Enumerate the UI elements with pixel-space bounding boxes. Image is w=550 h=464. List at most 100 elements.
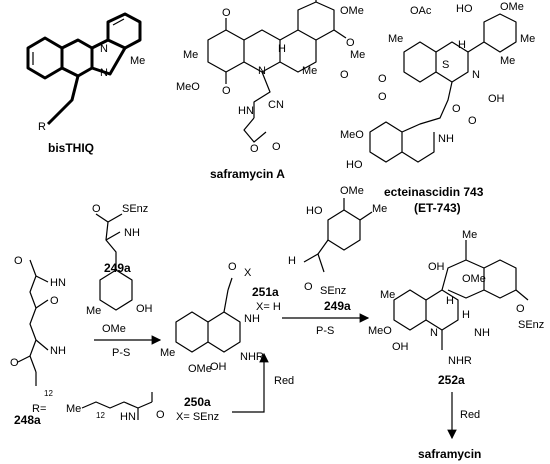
c249a-top-label: 249a xyxy=(104,261,131,275)
et-n: N xyxy=(472,69,480,81)
c249a-r-senz: SEnz xyxy=(320,285,346,297)
r-group-structure: Me 12 HN O xyxy=(66,392,165,423)
c252a-n: N xyxy=(430,327,438,339)
arrow-red-up xyxy=(232,352,269,413)
c249a-oh: OH xyxy=(136,303,153,315)
c249a-right-structure: OMe HO Me H O SEnz xyxy=(288,185,387,297)
c250a-me: Me xyxy=(160,347,175,359)
et-oac: OAc xyxy=(410,5,432,17)
safA-ome: OMe xyxy=(340,5,364,17)
c250a-ome: OMe xyxy=(188,363,212,375)
c248a-nh: NH xyxy=(50,345,66,357)
c252a-oh2: OH xyxy=(392,341,409,353)
c252a-oh1: OH xyxy=(428,261,445,273)
bisthiq-r: R xyxy=(38,121,46,133)
et-o2: O xyxy=(378,91,387,103)
safA-o4: O xyxy=(340,69,349,81)
c252a-me2: Me xyxy=(380,289,395,301)
ecteinascidin-abbr: (ET-743) xyxy=(414,201,461,215)
c251a-x-h: X= H xyxy=(256,301,281,313)
safA-me1: Me xyxy=(183,49,198,61)
safA-cn: CN xyxy=(268,99,284,111)
c249a-right-label: 249a xyxy=(324,299,351,313)
c252a-nh: NH xyxy=(474,327,490,339)
et-ho: HO xyxy=(456,3,473,15)
c249a-top-structure: O SEnz NH Me OH OMe xyxy=(86,203,153,335)
r-def-label: R= xyxy=(32,403,46,415)
et-meo: MeO xyxy=(340,129,364,141)
c248a-label: 248a xyxy=(14,413,41,427)
c250a-x: X xyxy=(244,267,252,279)
label-ps-left: P-S xyxy=(112,347,130,359)
et-me1: Me xyxy=(520,33,535,45)
et-o3: O xyxy=(452,103,461,115)
safA-h: H xyxy=(278,43,286,55)
c249a-o: O xyxy=(92,203,101,215)
safA-me3: Me xyxy=(350,49,365,61)
c248a-hn1: HN xyxy=(50,277,66,289)
r-me: Me xyxy=(66,403,81,415)
safA-o6: O xyxy=(272,141,281,153)
c252a-h1: H xyxy=(446,295,454,307)
c251a-label: 251a xyxy=(252,285,279,299)
c250a-o: O xyxy=(228,261,237,273)
bisthiq-n: N xyxy=(100,67,108,79)
r-hn: HN xyxy=(120,411,136,423)
c250a-nh: NH xyxy=(244,313,260,325)
c252a-meo: MeO xyxy=(368,325,392,337)
c252a-me1: Me xyxy=(462,229,477,241)
c250a-x-senz: X= SEnz xyxy=(176,411,219,423)
bisthiq-n2: N xyxy=(100,43,108,55)
ecteinascidin-structure: OAc HO OMe Me Me S H N Me OH O O O O MeO… xyxy=(340,1,535,171)
c249a-ome: OMe xyxy=(102,323,126,335)
saframycin-label: saframycin xyxy=(418,447,481,461)
safA-o5: O xyxy=(250,143,259,155)
label-red-down: Red xyxy=(460,409,480,421)
bisthiq-structure: N N Me R xyxy=(26,12,145,133)
c250a-nhr: NHR xyxy=(240,351,264,363)
c250a-oh: OH xyxy=(210,361,227,373)
c248a-o3: O xyxy=(10,357,19,369)
c249a-senz: SEnz xyxy=(122,203,148,215)
safA-meo: MeO xyxy=(176,81,200,93)
c248a-structure: O HN O NH O 12 xyxy=(10,255,66,398)
r-12: 12 xyxy=(96,411,105,420)
c252a-ome1: OMe xyxy=(462,273,486,285)
c249a-me: Me xyxy=(86,305,101,317)
c248a-o1: O xyxy=(14,255,23,267)
et-oh: OH xyxy=(488,93,505,105)
et-me3: Me xyxy=(500,55,515,67)
safA-o1: O xyxy=(222,7,231,19)
c249a-r-ome: OMe xyxy=(340,185,364,197)
safA-o3: O xyxy=(346,37,355,49)
c250a-structure: O X NH NHR Me OH OMe xyxy=(160,261,264,375)
c249a-r-h2n: H xyxy=(288,255,296,267)
et-h: H xyxy=(458,39,466,51)
et-nh: NH xyxy=(438,133,454,145)
c252a-nhr: NHR xyxy=(448,355,472,367)
saframycin-a-label: saframycin A xyxy=(210,167,285,181)
safA-o2: O xyxy=(222,85,231,97)
safA-hn: HN xyxy=(238,105,254,117)
bisthiq-me: Me xyxy=(130,55,145,67)
saframycin-a-structure: O Me MeO O H N OMe Me O Me O CN HN O O xyxy=(176,0,365,155)
c252a-label: 252a xyxy=(438,373,465,387)
safA-me2: Me xyxy=(302,65,317,77)
ecteinascidin-label: ecteinascidin 743 xyxy=(384,185,484,199)
r-o: O xyxy=(156,409,165,421)
et-me2: Me xyxy=(388,33,403,45)
c249a-r-me: Me xyxy=(372,203,387,215)
c249a-nh2: NH xyxy=(124,227,140,239)
et-s: S xyxy=(442,59,449,71)
c250a-label: 250a xyxy=(184,395,211,409)
c252a-structure: Me OH OMe H H NH N O SEnz Me MeO OH NHR xyxy=(368,229,544,367)
bisthiq-label: bisTHIQ xyxy=(48,141,94,155)
c252a-senz: SEnz xyxy=(518,319,544,331)
safA-n: N xyxy=(258,65,266,77)
c252a-o: O xyxy=(516,303,525,315)
c249a-r-ho: HO xyxy=(306,205,323,217)
label-red-up: Red xyxy=(274,375,294,387)
et-ho2: HO xyxy=(346,159,363,171)
